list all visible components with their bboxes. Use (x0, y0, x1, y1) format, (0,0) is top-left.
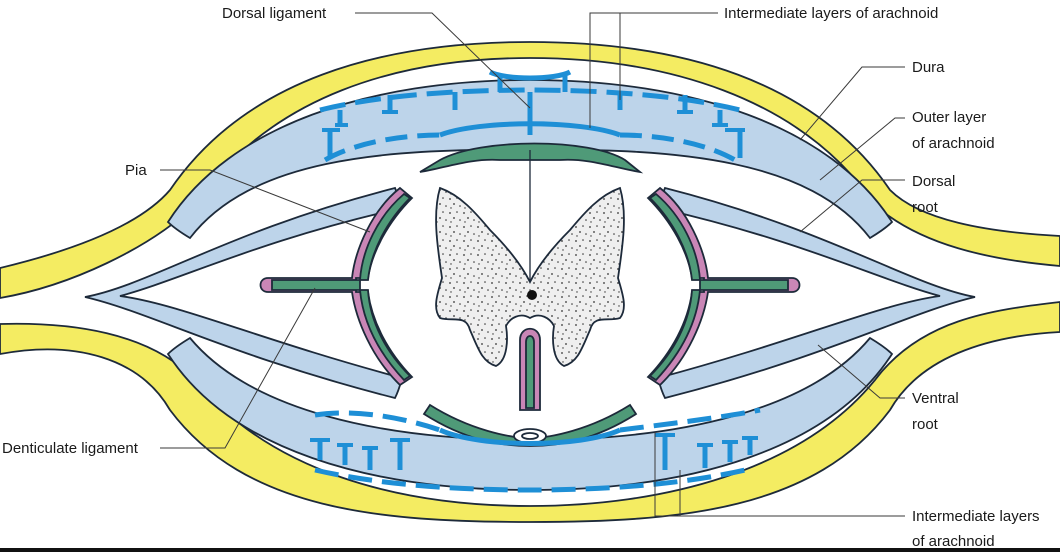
label-intermediate-bottom-2: of arachnoid (912, 533, 995, 550)
spinal-cord (259, 142, 801, 447)
leader-dorsal-root (799, 179, 905, 233)
label-dorsal-root-2: root (912, 199, 939, 216)
bottom-struts (317, 435, 753, 470)
bottom-inner-dashes (314, 407, 761, 433)
bottom-rule (0, 548, 1060, 552)
label-outer-arachnoid-1: Outer layer (912, 109, 986, 126)
top-outer-dashes (319, 87, 741, 113)
cord-surface-left-inner (271, 192, 412, 382)
central-canal (527, 290, 537, 300)
leader-intermediate-top (589, 12, 718, 128)
label-denticulate-ligament: Denticulate ligament (2, 440, 139, 457)
label-ventral-root-2: root (912, 416, 939, 433)
intermediate-arachnoid-top (319, 69, 745, 163)
leader-dura (799, 66, 905, 141)
bottom-crossbars (310, 433, 758, 450)
bottom-inner-solid (438, 427, 622, 446)
label-dorsal-root-1: Dorsal (912, 173, 955, 190)
top-crossbars (322, 110, 745, 132)
label-dura: Dura (912, 59, 945, 76)
dorsal-ligament-stem (327, 75, 743, 158)
leader-lines (160, 12, 905, 517)
intermediate-arachnoid-bottom (310, 407, 761, 493)
label-intermediate-top: Intermediate layers of arachnoid (724, 5, 938, 22)
top-inner-dashes (323, 132, 737, 163)
leader-intermediate-bottom (654, 432, 905, 517)
bottom-outer-dashes (314, 467, 746, 493)
grey-matter (435, 186, 625, 367)
leader-dorsal-ligament (355, 12, 531, 109)
leader-outer-arachnoid (819, 117, 905, 181)
leader-pia (160, 169, 371, 233)
cord-surface-right-inner (648, 192, 789, 382)
label-dorsal-ligament: Dorsal ligament (222, 5, 327, 22)
label-ventral-root-1: Ventral (912, 390, 959, 407)
right-root-sheath (656, 186, 976, 400)
anterior-fissure-inner (525, 335, 535, 409)
label-intermediate-bottom-1: Intermediate layers (912, 508, 1040, 525)
root-sheaths (84, 186, 976, 400)
label-pia: Pia (125, 162, 147, 179)
leader-denticulate (160, 287, 316, 449)
anterior-spinal-artery-lumen (521, 432, 539, 440)
label-outer-arachnoid-2: of arachnoid (912, 135, 995, 152)
left-root-sheath (84, 186, 404, 400)
leader-ventral-root (817, 344, 905, 399)
labels: Dorsal ligament Intermediate layers of a… (2, 5, 1040, 550)
